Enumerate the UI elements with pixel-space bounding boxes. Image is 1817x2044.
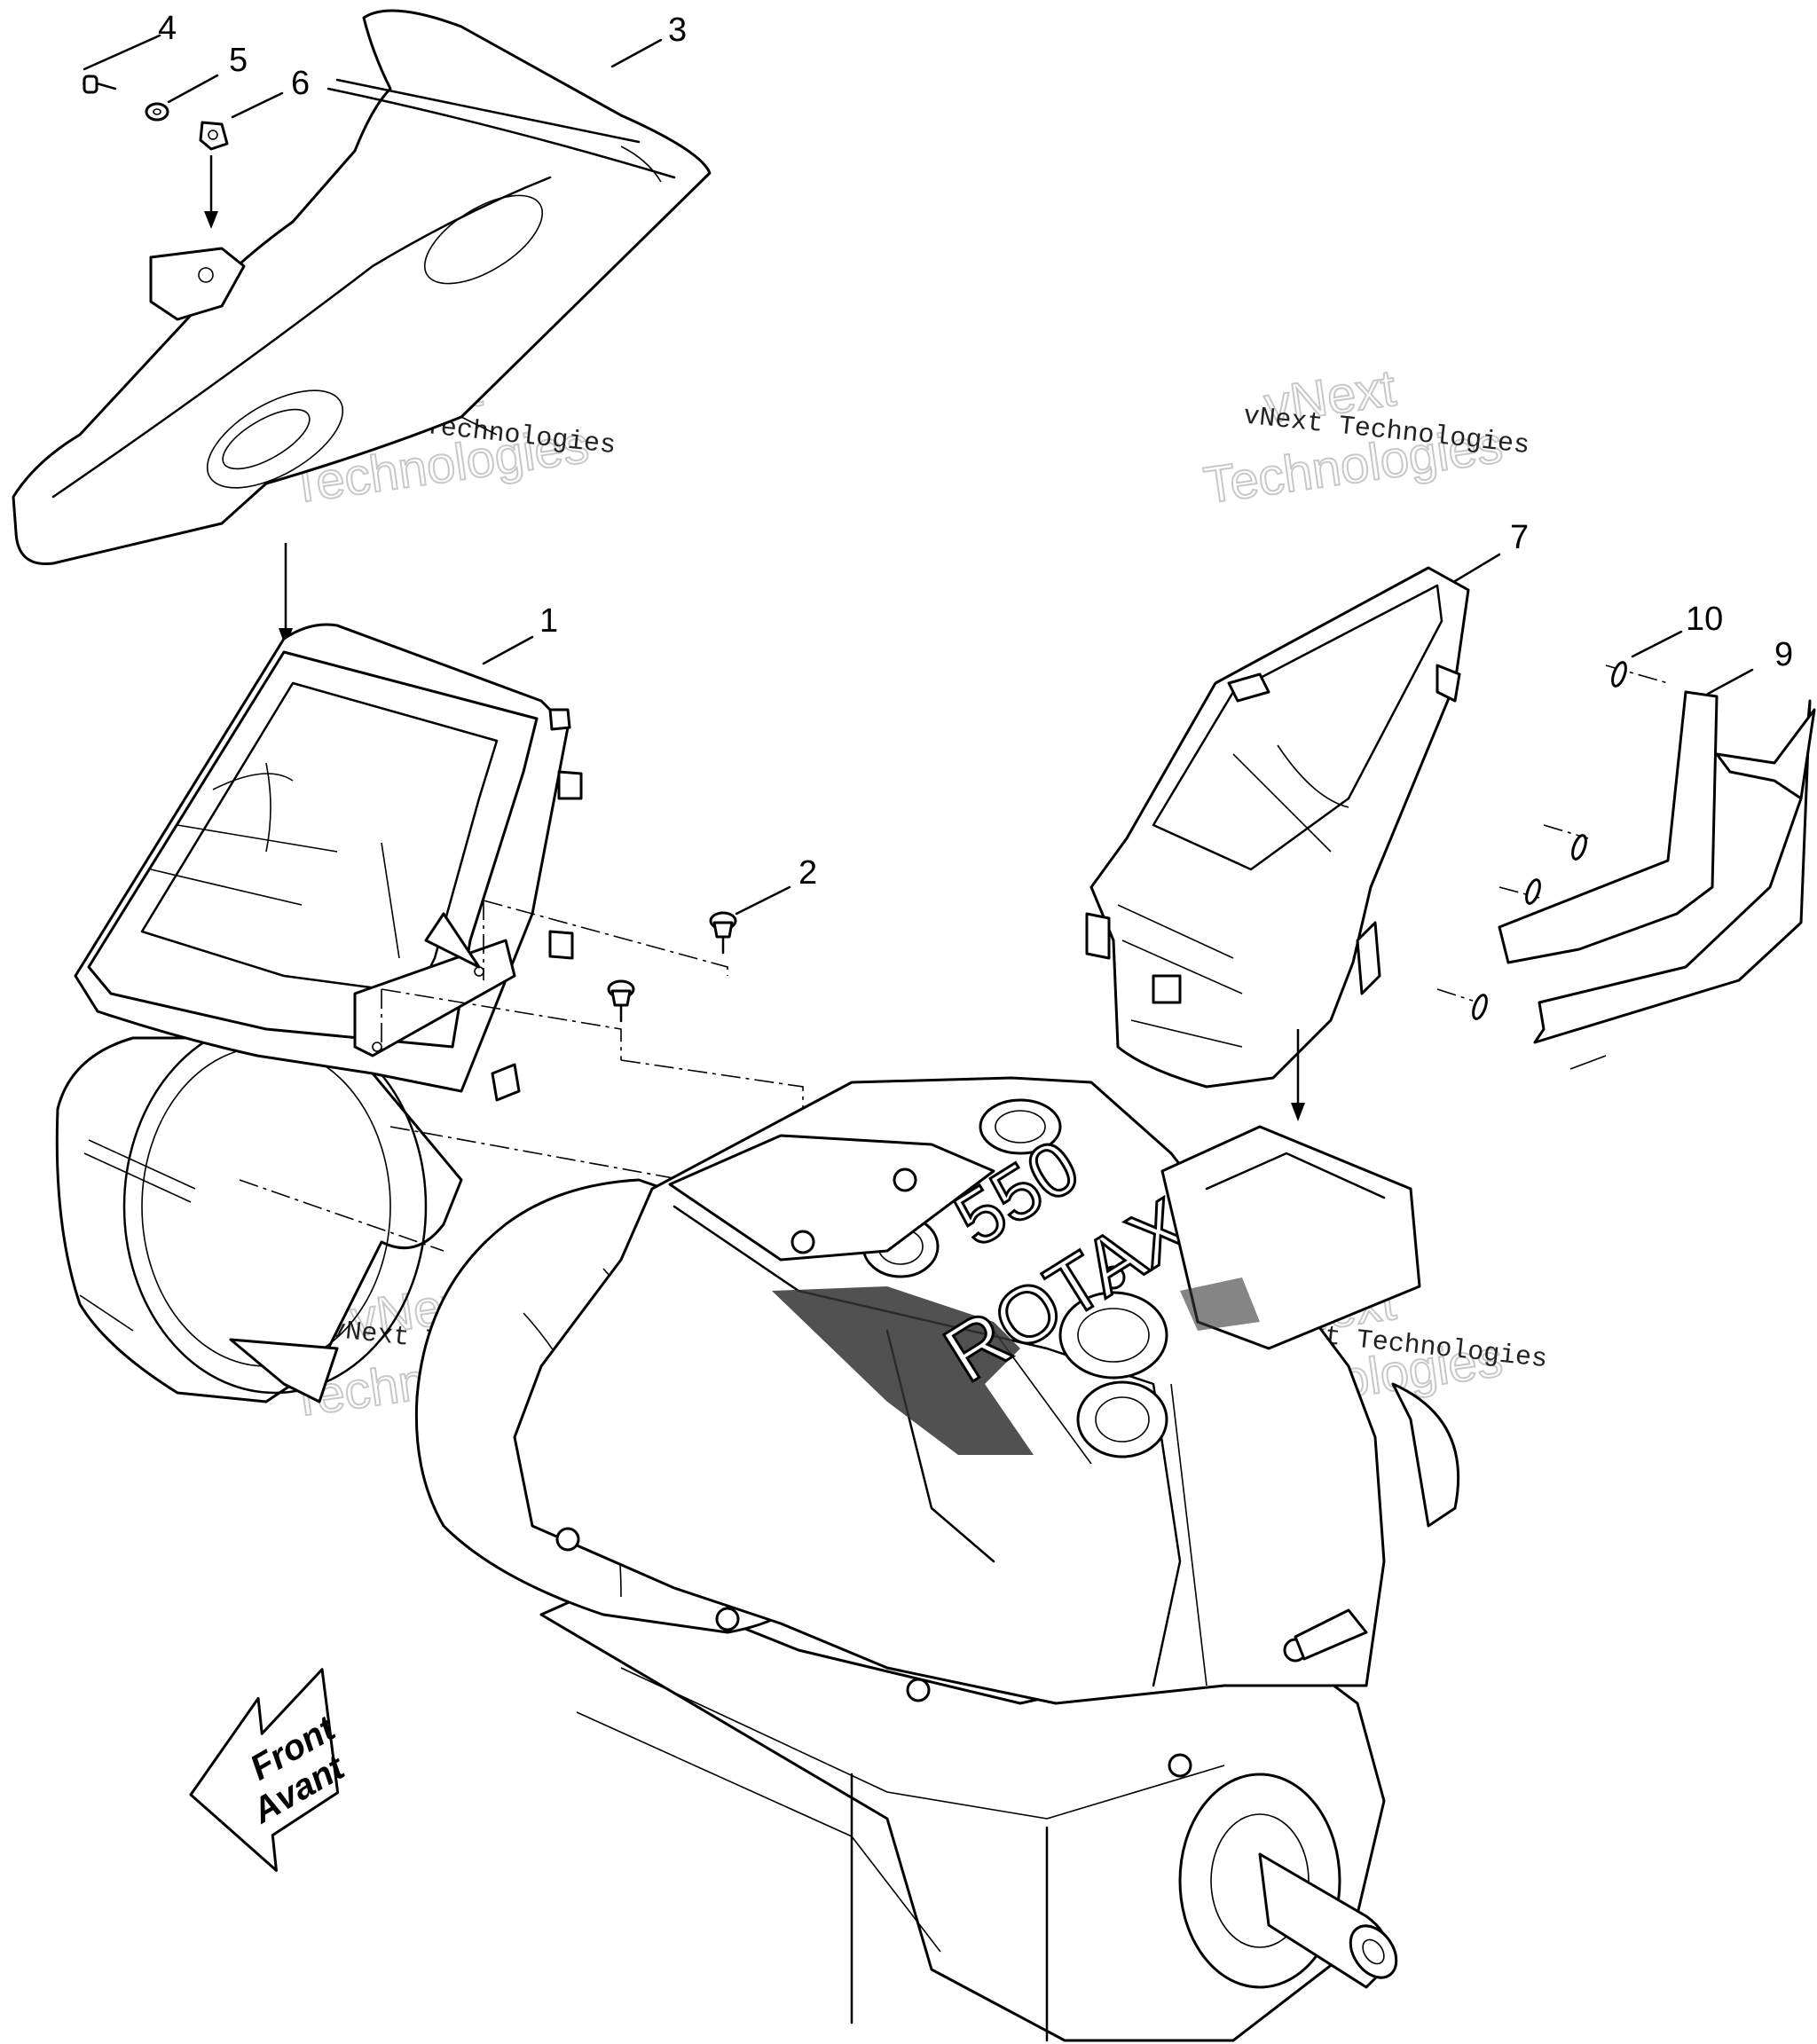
arrowhead [204, 211, 218, 229]
callout-3: 3 [668, 12, 687, 49]
engine-emblem [979, 1098, 1062, 1155]
part-2-bolt-b [607, 979, 635, 1023]
part-3-upper-cover [12, 9, 712, 566]
callout-9: 9 [1774, 636, 1793, 673]
front-direction-arrow: Front Avant [189, 1668, 352, 1872]
part-9-deflector-panel [1498, 690, 1816, 1070]
callout-7: 7 [1510, 519, 1529, 556]
callout-1: 1 [539, 602, 558, 640]
engine-assembly: 550 ROTAX [414, 1076, 1460, 2042]
part-6-clip-nut [199, 121, 229, 151]
callout-10: 10 [1686, 601, 1723, 638]
part-1-fan-housing [55, 623, 583, 1403]
callout-4: 4 [158, 10, 177, 47]
part-4-screw [83, 75, 117, 94]
callout-2: 2 [798, 854, 817, 892]
part-2-bolt-a [709, 911, 737, 955]
part-7-air-intake-duct [1085, 566, 1470, 1089]
engine-grille [772, 1286, 1034, 1455]
pto-shaft [1178, 1773, 1398, 1989]
callout-5: 5 [229, 42, 248, 79]
part-5-washer [145, 102, 169, 122]
callout-6: 6 [291, 65, 310, 102]
callout-leaders [83, 34, 1754, 916]
part-10-grommet-set [1472, 661, 1627, 1020]
